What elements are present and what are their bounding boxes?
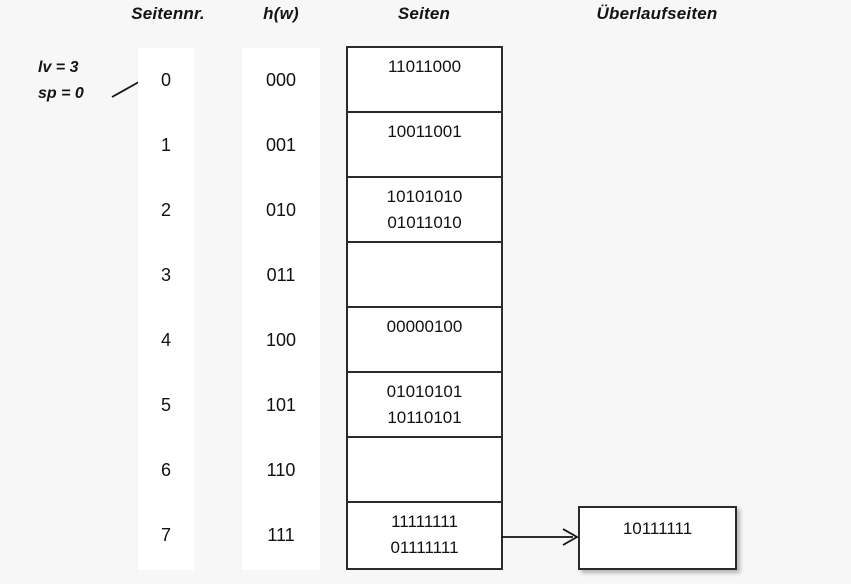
page-row: 01010101 10110101 bbox=[348, 373, 501, 438]
page-record: 01111111 bbox=[390, 538, 459, 557]
page-record: 01010101 bbox=[386, 382, 463, 401]
hash-value-cell: 111 bbox=[267, 525, 295, 545]
column-header-page-number: Seitennr. bbox=[131, 4, 205, 23]
page-number-cell: 5 bbox=[160, 395, 171, 415]
page-row: 00000100 bbox=[348, 308, 501, 373]
page-row: 11111111 01111111 bbox=[348, 503, 501, 568]
page-number-cell: 3 bbox=[160, 265, 171, 285]
page-record: 10011001 bbox=[387, 122, 462, 141]
page-record: 00000100 bbox=[386, 317, 463, 336]
hash-column-band bbox=[242, 48, 320, 570]
hash-value-cell: 100 bbox=[265, 330, 297, 350]
column-header-hash-function: h(w) bbox=[263, 4, 299, 23]
page-row bbox=[348, 243, 501, 308]
page-number-cell: 0 bbox=[160, 70, 171, 90]
page-row bbox=[348, 438, 501, 503]
page-row: 10011001 bbox=[348, 113, 501, 178]
page-number-cell: 6 bbox=[160, 460, 171, 480]
page-row: 11011000 bbox=[348, 48, 501, 113]
hash-value-cell: 011 bbox=[266, 265, 296, 285]
page-row: 10101010 01011010 bbox=[348, 178, 501, 243]
page-number-cell: 4 bbox=[160, 330, 171, 350]
page-record: 10101010 bbox=[386, 187, 463, 206]
page-number-cell: 1 bbox=[160, 135, 171, 155]
page-number-cell: 2 bbox=[160, 200, 171, 220]
page-number-column-band bbox=[138, 48, 194, 570]
page-number-cell: 7 bbox=[160, 525, 171, 545]
split-pointer-value-label: sp = 0 bbox=[38, 85, 84, 102]
pages-table: 11011000 10011001 10101010 01011010 00000100… bbox=[346, 46, 503, 570]
column-header-pages: Seiten bbox=[397, 4, 451, 23]
page-record: 11011000 bbox=[387, 57, 462, 76]
column-header-overflow-pages: Überlaufseiten bbox=[596, 4, 718, 23]
hash-value-cell: 001 bbox=[265, 135, 297, 155]
page-record: 11111111 bbox=[391, 512, 458, 531]
hash-value-cell: 110 bbox=[266, 460, 296, 480]
hash-value-cell: 010 bbox=[265, 200, 297, 220]
hash-value-cell: 000 bbox=[265, 70, 297, 90]
page-record: 10110101 bbox=[387, 408, 462, 427]
overflow-page-box: 10111111 bbox=[578, 506, 737, 570]
level-value-label: lv = 3 bbox=[38, 59, 79, 76]
level-split-annotation: lv = 3 sp = 0 bbox=[38, 55, 84, 107]
overflow-arrow-icon bbox=[501, 528, 579, 546]
overflow-record: 10111111 bbox=[622, 519, 693, 538]
hash-value-cell: 101 bbox=[265, 395, 297, 415]
page-record: 01011010 bbox=[387, 213, 462, 232]
